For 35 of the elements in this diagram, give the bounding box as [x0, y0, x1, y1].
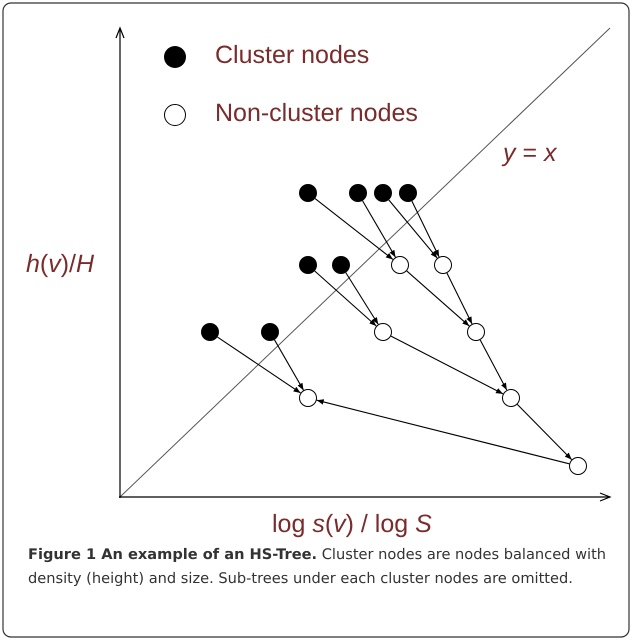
arrow: [388, 200, 438, 258]
non-cluster-node-circle: [299, 389, 317, 407]
non-cluster-node-circle: [569, 457, 587, 475]
figure-caption: Figure 1 An example of an HS-Tree. Cluster nodes are nodes balanced with density (height) and size. Sub-trees under each cluster nodes are omitted.: [28, 545, 608, 589]
cluster-node-dot: [349, 184, 367, 202]
non-cluster-node-circle: [434, 256, 452, 274]
cluster-node-dot: [332, 256, 350, 274]
cluster-node-dot: [299, 184, 317, 202]
cluster-node-dot: [399, 184, 417, 202]
x-axis-label: log s(v) / log S: [272, 511, 432, 538]
arrow: [217, 336, 301, 394]
arrow: [480, 340, 508, 390]
arrow: [411, 200, 440, 258]
arrow: [406, 270, 470, 326]
arrow: [362, 200, 396, 258]
cluster-node-dot: [374, 184, 392, 202]
non-cluster-node-circle: [391, 256, 409, 274]
arrow: [345, 272, 379, 325]
arrow: [314, 198, 394, 260]
arrow: [390, 336, 504, 394]
cluster-node-dot: [261, 323, 279, 341]
legend-label: Cluster nodes: [215, 42, 370, 70]
non-cluster-node-circle: [502, 389, 520, 407]
arrow: [516, 404, 572, 460]
non-cluster-node-circle: [374, 323, 392, 341]
arrow: [316, 399, 570, 464]
cluster-node-dot: [299, 256, 317, 274]
arrow: [314, 270, 377, 326]
arrow: [446, 272, 473, 324]
cluster-node-dot: [201, 323, 219, 341]
legend-label: Non-cluster nodes: [215, 100, 418, 128]
diagonal-label: y = x: [503, 140, 556, 168]
non-cluster-node-circle: [467, 323, 485, 341]
y-axis-label: h(v)/H: [26, 251, 94, 278]
arrow: [274, 340, 304, 390]
